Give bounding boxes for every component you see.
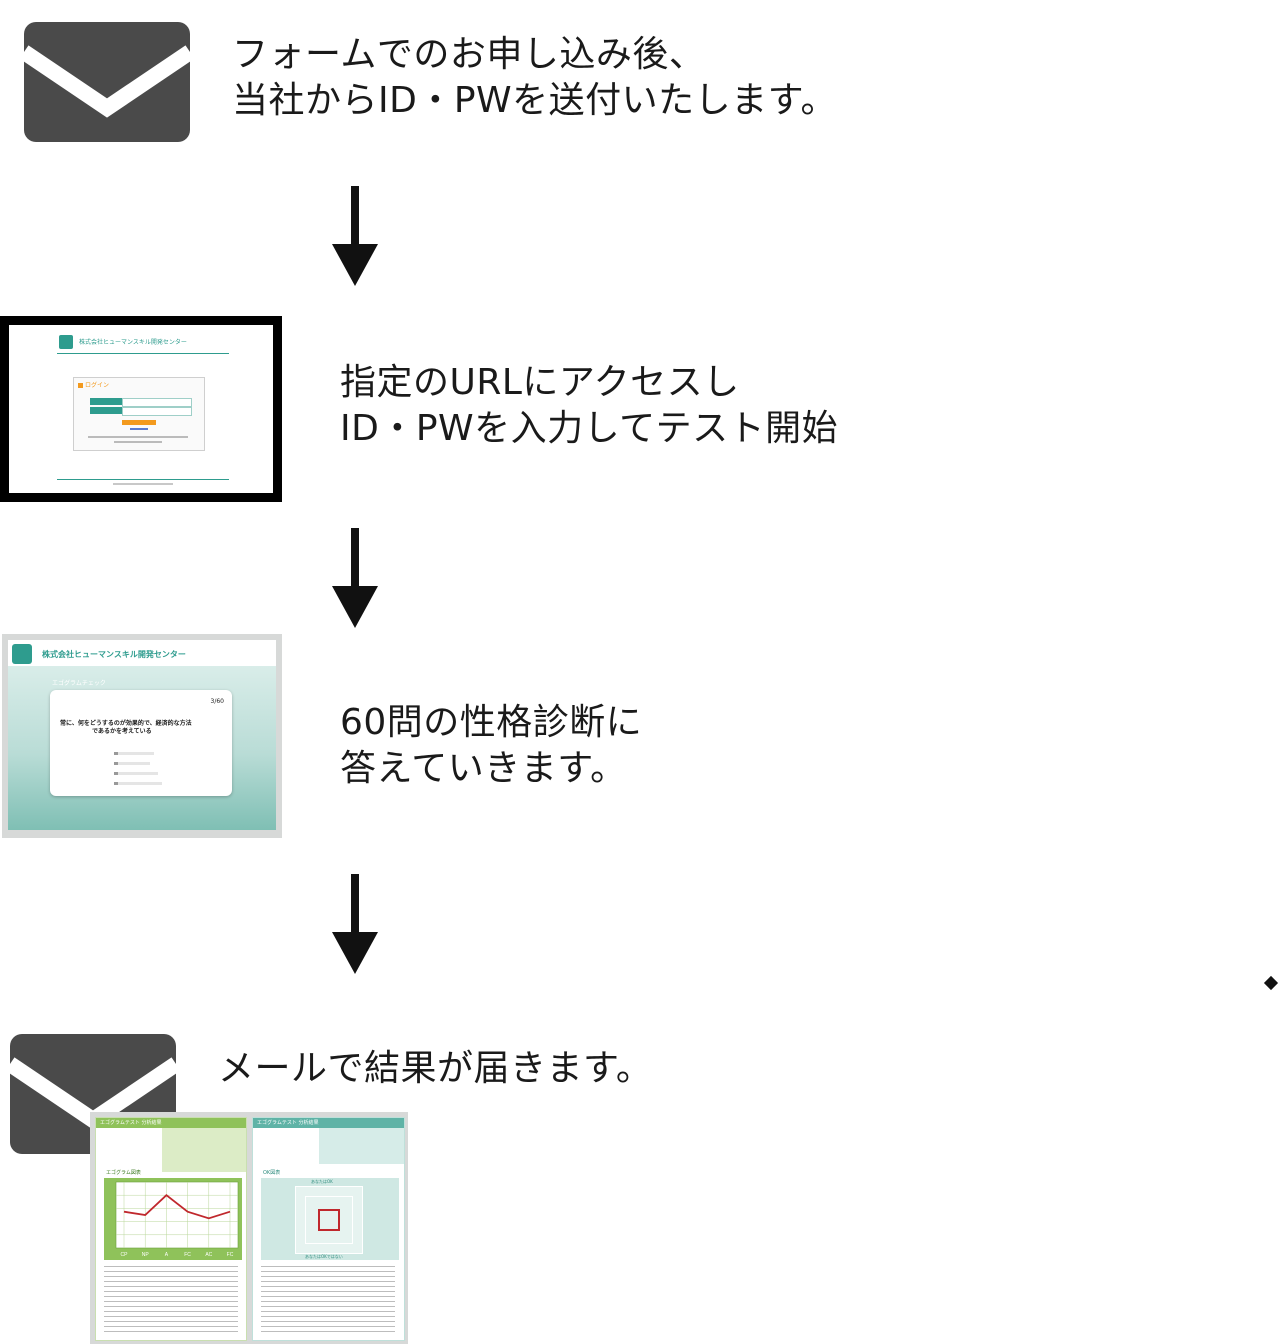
down-arrow-icon [332,186,378,286]
ok-result-box [318,1209,340,1231]
report-left-page: エゴグラムテスト 分析結果 エゴグラム図表 CP NP A FC AC FC [95,1117,247,1341]
chart-x-labels: CP NP A FC AC FC [121,1252,234,1258]
progress-counter: 3/60 [210,698,224,705]
chart-heading: エゴグラム図表 [106,1170,141,1176]
pw-label-box [90,407,122,414]
ok-score-panel [319,1128,404,1164]
site-logo [12,644,32,664]
question-line-2: であるかを考えている [92,728,152,735]
chart-series-line [123,1194,231,1220]
report-text-block [261,1266,395,1332]
answer-option[interactable] [114,762,150,765]
step-1-line-2: 当社からID・PWを送付いたします。 [232,80,838,121]
ok-chart: あなたはOK あなたはOKではない [261,1178,399,1260]
pw-input[interactable] [122,407,192,416]
answer-option[interactable] [114,752,154,755]
footer-rule [57,479,229,480]
login-panel: ログイン [73,377,205,451]
down-arrow-icon [332,874,378,974]
report-text-block [104,1266,238,1332]
id-label-box [90,398,122,405]
answer-option[interactable] [114,772,158,775]
login-heading: ログイン [85,382,110,389]
chart-x-tick-label: FC [227,1252,234,1258]
site-company-name: 株式会社ヒューマンスキル開発センター [42,650,186,659]
ok-bottom-label: あなたはOKではない [305,1254,343,1259]
ok-heading: OK図表 [263,1170,281,1176]
login-help-link[interactable] [130,428,148,430]
score-panel [162,1128,246,1172]
header-rule [57,353,229,354]
chart-x-tick-label: NP [142,1252,150,1258]
report-right-header [253,1118,404,1128]
step-3-line-1: 60問の性格診断に [340,702,643,743]
report-left-title: エゴグラムテスト 分析結果 [100,1120,162,1126]
question-line-1: 常に、何をどうするのが効果的で、経済的な方法 [60,720,192,727]
decorative-dot [1263,975,1279,991]
chart-x-tick-label: A [165,1252,169,1258]
site-company-name: 株式会社ヒューマンスキル開発センター [79,339,187,346]
footer-copyright [113,483,173,485]
ok-ring-outer [295,1186,363,1254]
step-1-text: フォームでのお申し込み後、 当社からID・PWを送付いたします。 [232,32,837,124]
down-arrow-icon [332,528,378,628]
result-report-thumbnail: エゴグラムテスト 分析結果 エゴグラム図表 CP NP A FC AC FC エゴグラムテ… [90,1112,408,1344]
ok-top-label: あなたはOK [311,1179,333,1184]
step-2-text: 指定のURLにアクセスし ID・PWを入力してテスト開始 [340,360,838,452]
login-note [88,436,188,438]
answer-option[interactable] [114,782,162,785]
step-1-line-1: フォームでのお申し込み後、 [232,34,706,75]
id-input[interactable] [122,398,192,407]
login-screen-thumbnail: 株式会社ヒューマンスキル開発センター ログイン [0,316,282,502]
step-3-text: 60問の性格診断に 答えていきます。 [340,700,642,792]
step-4-text: メールで結果が届きます。 [218,1046,652,1092]
step-3-line-2: 答えていきます。 [340,748,627,789]
question-card: 3/60 常に、何をどうするのが効果的で、経済的な方法 であるかを考えている [50,690,232,796]
quiz-screen-thumbnail: 株式会社ヒューマンスキル開発センター エゴグラムチェック 3/60 常に、何をど… [2,634,282,838]
step-2-line-1: 指定のURLにアクセスし [340,362,740,403]
report-right-title: エゴグラムテスト 分析結果 [257,1120,319,1126]
mail-icon [24,22,190,142]
login-heading-dot [78,383,83,388]
chart-x-tick-label: AC [205,1252,212,1258]
report-right-page: エゴグラムテスト 分析結果 OK図表 あなたはOK あなたはOKではない [252,1117,405,1341]
step-4-line-1: メールで結果が届きます。 [218,1048,653,1089]
section-label: エゴグラムチェック [52,680,106,687]
step-2-line-2: ID・PWを入力してテスト開始 [340,408,839,449]
egogram-chart: CP NP A FC AC FC [104,1178,242,1260]
chart-x-tick-label: CP [121,1252,129,1258]
chart-x-tick-label: FC [184,1252,191,1258]
chart-gridlines [116,1182,238,1248]
site-logo [59,335,73,349]
report-left-header [96,1118,246,1128]
login-note-2 [114,441,162,443]
ok-ring-mid [305,1196,353,1244]
login-button[interactable] [122,420,156,425]
